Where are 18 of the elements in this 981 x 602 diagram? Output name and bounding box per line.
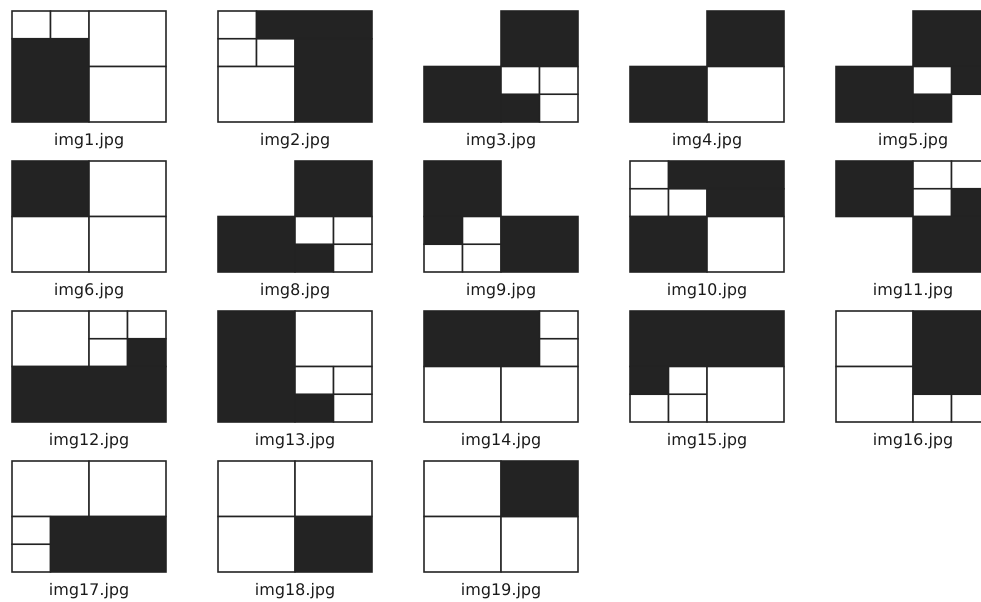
file-name-caption: img11.jpg — [872, 280, 954, 300]
file-name-caption: img10.jpg — [666, 280, 748, 300]
file-name-caption: img4.jpg — [672, 130, 742, 150]
file-name-caption: img13.jpg — [254, 430, 336, 450]
file-name-caption: img2.jpg — [260, 130, 330, 150]
file-name-caption: img5.jpg — [878, 130, 948, 150]
file-name-caption: img9.jpg — [466, 280, 536, 300]
file-name-caption: img15.jpg — [666, 430, 748, 450]
file-name-caption: img16.jpg — [872, 430, 954, 450]
file-name-caption: img6.jpg — [54, 280, 124, 300]
file-name-caption: img12.jpg — [48, 430, 130, 450]
file-name-caption: img18.jpg — [254, 580, 336, 600]
file-name-caption: img19.jpg — [460, 580, 542, 600]
file-name-caption: img3.jpg — [466, 130, 536, 150]
file-name-caption: img17.jpg — [48, 580, 130, 600]
file-name-caption: img1.jpg — [54, 130, 124, 150]
file-name-caption: img8.jpg — [260, 280, 330, 300]
file-name-caption: img14.jpg — [460, 430, 542, 450]
